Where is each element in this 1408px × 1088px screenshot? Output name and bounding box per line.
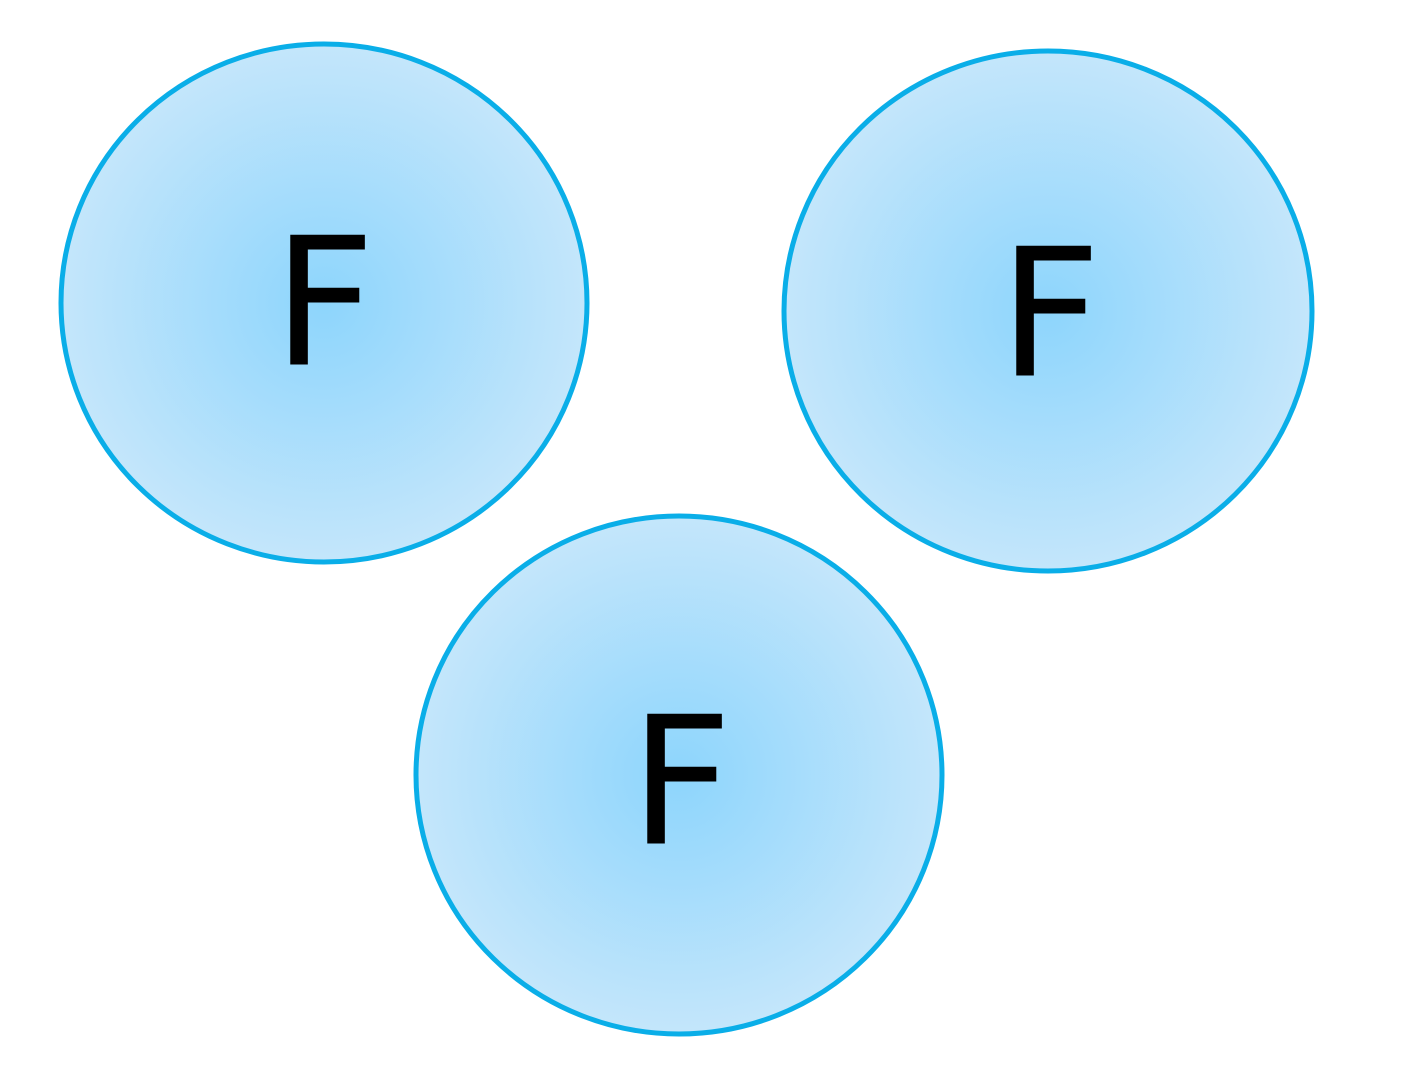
atom-bottom-circle — [413, 513, 945, 1037]
atom-top-left: F — [58, 41, 590, 565]
atom-top-right-symbol: F — [999, 211, 1101, 418]
atom-bottom-symbol: F — [630, 679, 732, 886]
atom-top-left-circle — [58, 41, 590, 565]
atom-bottom: F — [413, 513, 945, 1037]
atom-top-left-symbol: F — [273, 200, 375, 407]
atom-top-right-circle — [781, 48, 1315, 574]
atom-top-right: F — [781, 48, 1315, 574]
